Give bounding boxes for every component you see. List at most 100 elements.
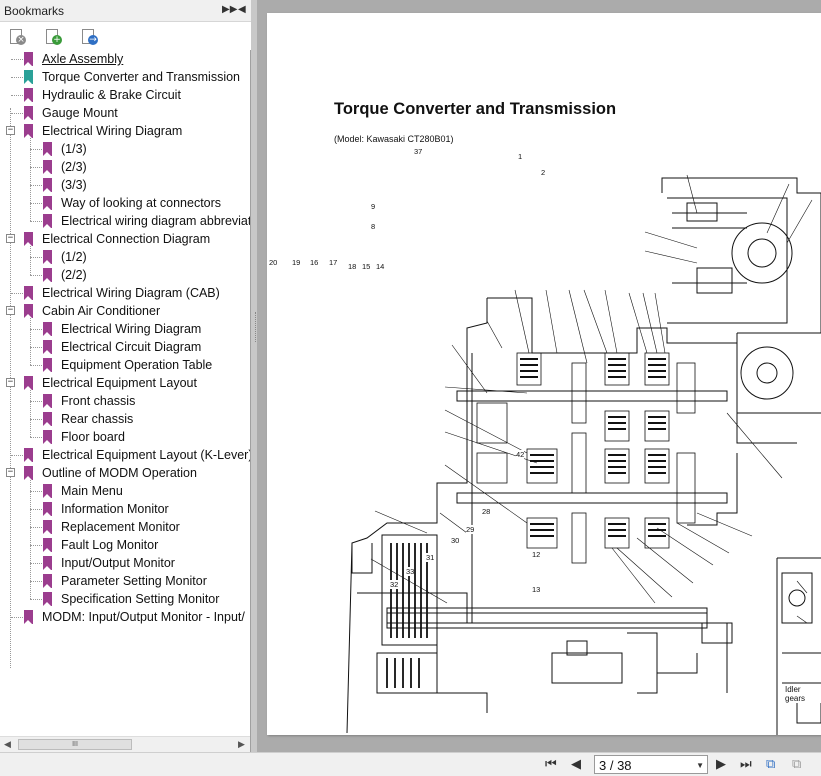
bookmark-item[interactable]: Electrical Wiring Diagram — [0, 320, 250, 338]
scrollbar-thumb[interactable]: III — [18, 739, 132, 750]
transmission-diagram — [346, 174, 821, 735]
bookmark-item[interactable]: Torque Converter and Transmission — [0, 68, 250, 86]
bookmark-label: Floor board — [61, 430, 125, 444]
bookmark-item[interactable]: (2/2) — [0, 266, 250, 284]
bookmark-icon — [43, 358, 52, 372]
triangle-left-icon[interactable]: ◀ — [238, 4, 246, 15]
bookmark-item[interactable]: Equipment Operation Table — [0, 356, 250, 374]
bookmark-item[interactable]: Floor board — [0, 428, 250, 446]
document-page: Torque Converter and Transmission (Model… — [267, 13, 821, 735]
bookmark-item[interactable]: Information Monitor — [0, 500, 250, 518]
callout-number: 42 — [516, 450, 525, 459]
idler-gears-label: Idler gears — [785, 685, 821, 703]
bookmark-icon — [24, 448, 33, 462]
bookmark-label: Gauge Mount — [42, 106, 118, 120]
bookmark-item[interactable]: −Electrical Connection Diagram — [0, 230, 250, 248]
bookmark-item[interactable]: (3/3) — [0, 176, 250, 194]
callout-number: 33 — [406, 567, 415, 576]
scroll-right-icon[interactable]: ▶ — [238, 739, 245, 749]
bookmark-item[interactable]: (2/3) — [0, 158, 250, 176]
bookmark-item[interactable]: Front chassis — [0, 392, 250, 410]
bookmark-label: (1/2) — [61, 250, 87, 264]
bookmark-label: Cabin Air Conditioner — [42, 304, 161, 318]
page-title: Torque Converter and Transmission — [334, 100, 617, 118]
chevron-down-icon[interactable]: ▼ — [696, 761, 704, 770]
bookmark-icon — [24, 52, 33, 66]
callout-number: 2 — [541, 168, 546, 177]
bookmark-item[interactable]: Gauge Mount — [0, 104, 250, 122]
bookmark-item[interactable]: (1/2) — [0, 248, 250, 266]
bookmark-item[interactable]: −Outline of MODM Operation — [0, 464, 250, 482]
model-caption: (Model: Kawasaki CT280B01) — [334, 134, 454, 144]
bookmark-item[interactable]: − Cabin Air Conditioner — [0, 302, 250, 320]
bookmark-item[interactable]: Electrical wiring diagram abbreviatio — [0, 212, 250, 230]
double-chevron-right-icon[interactable]: ▶▶ — [222, 4, 238, 15]
bookmark-label: Way of looking at connectors — [61, 196, 222, 210]
bookmark-icon — [43, 322, 52, 336]
bookmark-item[interactable]: Electrical Wiring Diagram (CAB) — [0, 284, 250, 302]
collapse-toggle-icon[interactable]: − — [6, 467, 15, 477]
bookmark-item[interactable]: Way of looking at connectors — [0, 194, 250, 212]
page-number-field[interactable]: 3 / 38 ▼ — [594, 755, 708, 774]
callout-number: 14 — [376, 262, 385, 271]
bookmark-icon — [43, 394, 52, 408]
bookmark-item[interactable]: Replacement Monitor — [0, 518, 250, 536]
next-view-icon[interactable]: ⧉ — [792, 757, 802, 772]
scroll-left-icon[interactable]: ◀ — [4, 739, 11, 749]
bookmark-item[interactable]: Input/Output Monitor — [0, 554, 250, 572]
bookmark-icon — [24, 106, 33, 120]
bookmark-icon — [24, 232, 33, 246]
bookmark-item[interactable]: −Electrical Equipment Layout — [0, 374, 250, 392]
first-page-icon[interactable]: ⏮ — [545, 757, 557, 772]
bookmark-item[interactable]: Hydraulic & Brake Circuit — [0, 86, 250, 104]
next-page-icon[interactable]: ▶ — [716, 757, 726, 772]
bookmark-icon — [43, 178, 52, 192]
bookmarks-header: Bookmarks ▶▶ ◀ — [0, 0, 251, 22]
bookmarks-horizontal-scrollbar[interactable]: ◀ III ▶ — [0, 736, 250, 752]
bookmarks-title: Bookmarks — [4, 4, 65, 18]
collapse-toggle-icon[interactable]: − — [6, 377, 15, 387]
bookmark-item[interactable]: Rear chassis — [0, 410, 250, 428]
collapse-toggle-icon[interactable]: − — [6, 125, 15, 135]
prev-page-icon[interactable]: ◀ — [571, 757, 581, 772]
bookmark-label: (2/2) — [61, 268, 87, 282]
collapse-toggle-icon[interactable]: − — [6, 233, 15, 243]
callout-number: 31 — [426, 553, 435, 562]
splitter-grip[interactable] — [255, 312, 257, 342]
bookmark-item[interactable]: Electrical Equipment Layout (K-Lever) — [0, 446, 250, 464]
callout-number: 9 — [371, 202, 376, 211]
bookmark-icon — [43, 556, 52, 570]
delete-bookmark-icon[interactable]: × — [8, 28, 26, 46]
page-number-value: 3 / 38 — [599, 758, 632, 773]
panel-splitter[interactable] — [251, 0, 257, 752]
bookmark-item[interactable]: Fault Log Monitor — [0, 536, 250, 554]
bookmark-label: Main Menu — [61, 484, 123, 498]
previous-view-icon[interactable]: ⧉ — [766, 757, 776, 772]
bookmark-item[interactable]: MODM: Input/Output Monitor - Input/ — [0, 608, 250, 626]
bookmark-item[interactable]: Main Menu — [0, 482, 250, 500]
bookmark-icon — [24, 304, 33, 318]
bookmark-icon — [24, 88, 33, 102]
bookmark-item[interactable]: Electrical Circuit Diagram — [0, 338, 250, 356]
bookmark-label: Replacement Monitor — [61, 520, 180, 534]
bookmark-label: Hydraulic & Brake Circuit — [42, 88, 181, 102]
bookmark-label: Information Monitor — [61, 502, 169, 516]
last-page-icon[interactable]: ⏭ — [740, 757, 752, 772]
bookmark-item[interactable]: Parameter Setting Monitor — [0, 572, 250, 590]
new-bookmark-icon[interactable]: + — [44, 28, 62, 46]
bookmark-label: Parameter Setting Monitor — [61, 574, 207, 588]
bookmark-item[interactable]: Specification Setting Monitor — [0, 590, 250, 608]
bookmark-label: Front chassis — [61, 394, 136, 408]
collapse-toggle-icon[interactable]: − — [6, 305, 15, 315]
bookmark-icon — [24, 610, 33, 624]
expand-bookmark-icon[interactable]: → — [80, 28, 98, 46]
bookmark-icon — [24, 124, 33, 138]
bookmark-item[interactable]: Axle Assembly — [0, 50, 250, 68]
bookmark-label: (3/3) — [61, 178, 87, 192]
bookmark-item[interactable]: (1/3) — [0, 140, 250, 158]
bookmark-icon — [43, 412, 52, 426]
bookmark-item[interactable]: −Electrical Wiring Diagram — [0, 122, 250, 140]
document-view[interactable]: Torque Converter and Transmission (Model… — [257, 0, 821, 752]
bookmark-label: Electrical Wiring Diagram — [61, 322, 202, 336]
